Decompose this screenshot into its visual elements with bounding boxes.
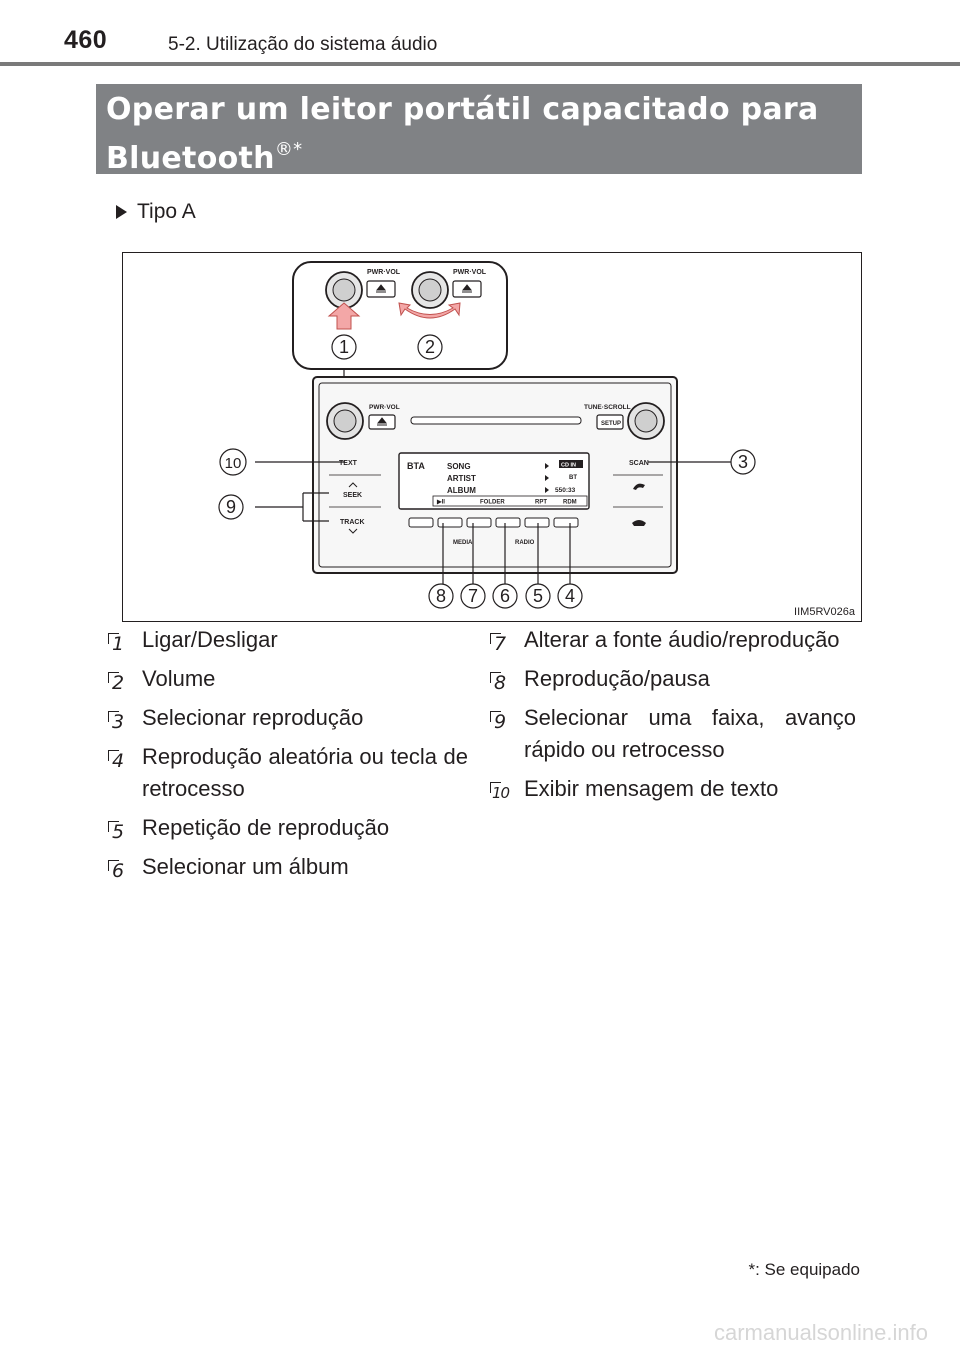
legend-right: 7 Alterar a fonte áudio/reprodução 8 Rep… — [486, 624, 856, 812]
legend-item: 3 Selecionar reprodução — [104, 702, 468, 734]
callout-number: 6 — [108, 860, 132, 884]
track-button-label: TRACK — [340, 519, 365, 526]
legend-text: Selecionar reprodução — [142, 705, 364, 730]
display-arrows-icon — [545, 463, 549, 493]
display-album: ALBUM — [447, 486, 476, 495]
legend-left: 1 Ligar/Desligar 2 Volume 3 Selecionar r… — [104, 624, 468, 890]
legend-text: Volume — [142, 666, 216, 691]
legend-text: Ligar/Desligar — [142, 627, 278, 652]
scan-button-label: SCAN — [629, 460, 649, 467]
audio-panel-illustration: PWR·VOL PWR·VOL PWR·VOL TUNE·SCROLL SETU… — [218, 261, 756, 609]
svg-text:8: 8 — [436, 586, 446, 606]
legend-text: Selecionar uma faixa, avanço rápido ou r… — [524, 705, 856, 762]
head-unit-bezel — [318, 382, 672, 568]
legend-text: Repetição de reprodução — [142, 815, 390, 840]
phone-pickup-icon — [633, 483, 645, 490]
svg-text:SETUP: SETUP — [601, 421, 621, 427]
press-arrow-icon — [327, 302, 361, 330]
legend-item: 1 Ligar/Desligar — [104, 624, 468, 656]
phone-hangup-icon — [632, 520, 646, 526]
title-bluetooth: Bluetooth — [106, 141, 275, 176]
svg-text:1: 1 — [339, 337, 349, 357]
callout-leaders — [255, 461, 731, 584]
callout-number: 1 — [108, 633, 132, 657]
title-line-1: Operar um leitor portátil capacitado par… — [106, 92, 819, 127]
title-superscript: ®* — [274, 139, 303, 160]
callout-numbers: 1 2 3 4 5 6 7 8 9 10 — [218, 334, 756, 609]
legend-item: 6 Selecionar um álbum — [104, 851, 468, 883]
callout-number: 4 — [108, 750, 132, 774]
svg-text:CD IN: CD IN — [561, 463, 576, 469]
seek-button-label: SEEK — [343, 492, 362, 499]
title-band: Operar um leitor portátil capacitado par… — [96, 84, 862, 176]
svg-text:4: 4 — [565, 586, 575, 606]
legend-item: 2 Volume — [104, 663, 468, 695]
header-rule — [0, 62, 960, 66]
footnote: *: Se equipado — [748, 1260, 860, 1279]
svg-text:FOLDER: FOLDER — [480, 500, 505, 506]
rotate-arrow-icon — [398, 302, 461, 319]
svg-text:7: 7 — [468, 586, 478, 606]
tune-scroll-label: TUNE·SCROLL — [584, 404, 631, 411]
svg-text:PWR·VOL: PWR·VOL — [367, 269, 401, 276]
svg-text:5: 5 — [533, 586, 543, 606]
display-song: SONG — [447, 462, 471, 471]
svg-text:▶II: ▶II — [436, 499, 445, 506]
legend-item: 8 Reprodução/pausa — [486, 663, 856, 695]
legend-text: Exibir mensagem de texto — [524, 776, 779, 801]
inset-knob-right: PWR·VOL — [411, 269, 487, 309]
callout-number: 7 — [490, 633, 514, 657]
media-button-label: MEDIA — [453, 540, 473, 546]
legend-text: Alterar a fonte áudio/reprodução — [524, 627, 840, 652]
svg-text:PWR·VOL: PWR·VOL — [453, 269, 487, 276]
inset-knob-left: PWR·VOL — [325, 269, 401, 309]
callout-number: 8 — [490, 672, 514, 696]
cd-in-indicator — [559, 460, 583, 468]
callout-number: 2 — [108, 672, 132, 696]
preset-buttons — [408, 517, 579, 528]
callout-number: 10 — [490, 782, 510, 802]
svg-text:2: 2 — [425, 337, 435, 357]
page-number: 460 — [64, 26, 108, 54]
pwr-vol-label: PWR·VOL — [369, 404, 400, 411]
legend-text: Reprodução aleatória ou tecla de retroce… — [142, 744, 468, 801]
callout-number: 3 — [108, 711, 132, 735]
display-time: 550:33 — [555, 487, 576, 494]
display-soft-keys — [432, 495, 588, 507]
audio-panel-figure: PWR·VOL PWR·VOL PWR·VOL TUNE·SCROLL SETU… — [122, 252, 862, 622]
subsection-heading: Tipo A — [116, 200, 196, 224]
setup-button — [596, 414, 624, 430]
text-button-label: TEXT — [339, 460, 358, 467]
watermark: carmanualsonline.info — [713, 1320, 928, 1345]
svg-text:RDM: RDM — [563, 500, 577, 506]
subsection-label: Tipo A — [137, 200, 196, 223]
legend-item: 9 Selecionar uma faixa, avanço rápido ou… — [486, 702, 856, 766]
svg-text:3: 3 — [738, 452, 748, 472]
display-bta: BTA — [407, 461, 425, 471]
legend-item: 4 Reprodução aleatória ou tecla de retro… — [104, 741, 468, 805]
display-screen — [398, 452, 590, 510]
legend-item: 7 Alterar a fonte áudio/reprodução — [486, 624, 856, 656]
figure-code: IIM5RV026a — [794, 606, 855, 618]
radio-button-label: RADIO — [515, 540, 535, 546]
callout-number: 5 — [108, 821, 132, 845]
svg-text:9: 9 — [226, 497, 236, 517]
legend-text: Selecionar um álbum — [142, 854, 349, 879]
legend-item: 5 Repetição de reprodução — [104, 812, 468, 844]
bt-indicator: BT — [569, 475, 577, 481]
svg-text:6: 6 — [500, 586, 510, 606]
legend-text: Reprodução/pausa — [524, 666, 710, 691]
title-line-2: Bluetooth®* — [106, 130, 852, 179]
callout-number: 9 — [490, 711, 514, 735]
display-artist: ARTIST — [447, 474, 476, 483]
section-title: 5-2. Utilização do sistema áudio — [168, 34, 438, 55]
svg-text:10: 10 — [225, 455, 242, 472]
svg-text:RPT: RPT — [535, 500, 547, 506]
triangle-bullet-icon — [116, 205, 127, 219]
inset-frame — [292, 261, 508, 370]
legend-item: 10 Exibir mensagem de texto — [486, 773, 856, 805]
cd-slot — [410, 416, 582, 425]
